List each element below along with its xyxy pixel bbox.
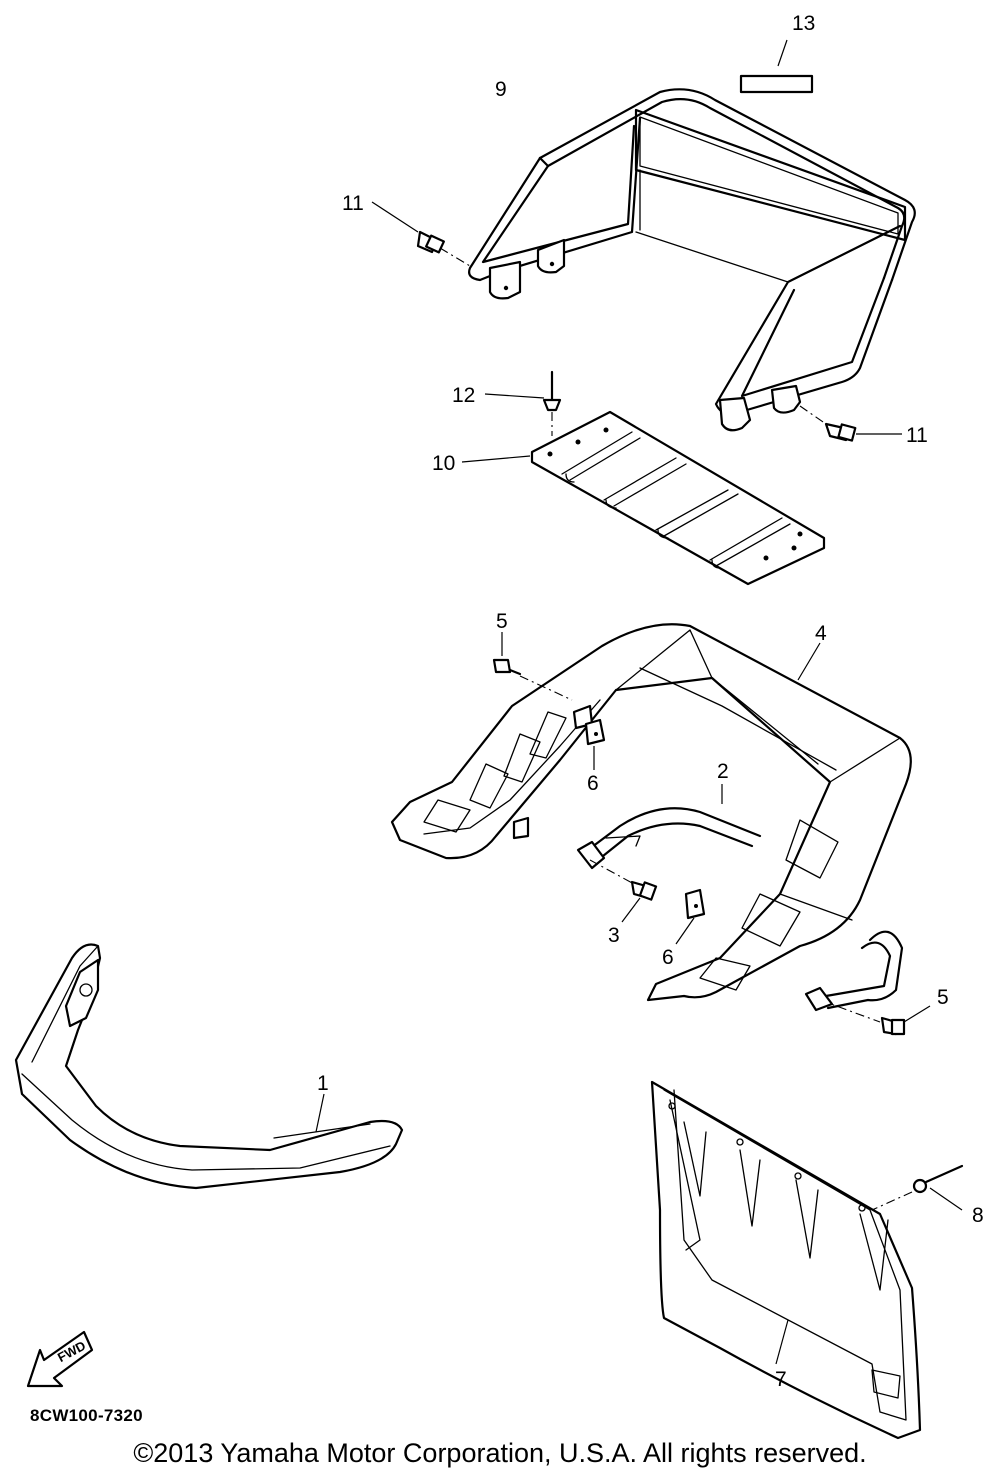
callout-10: 10 <box>432 452 455 475</box>
part-10-plate <box>461 410 826 586</box>
callout-5-top: 5 <box>496 610 508 633</box>
callout-7: 7 <box>775 1368 787 1391</box>
callout-1: 1 <box>317 1072 329 1095</box>
callout-3: 3 <box>608 924 620 947</box>
part-12-rivet <box>484 370 562 436</box>
part-3-bolt <box>589 859 658 923</box>
callout-8: 8 <box>972 1204 984 1227</box>
callout-6-bottom: 6 <box>662 946 674 969</box>
part-6-clip-top <box>584 718 606 770</box>
callout-4: 4 <box>815 622 827 645</box>
callout-11-left: 11 <box>342 192 364 215</box>
part-11-bolt-right <box>799 405 902 442</box>
part-9-rack <box>468 88 916 432</box>
part-11-bolt-left <box>371 201 471 267</box>
part-8-rivet <box>871 1164 964 1211</box>
part-5-bolt-top <box>492 632 573 701</box>
part-7-flap <box>650 1080 922 1440</box>
fwd-arrow-icon: FWD <box>26 1330 94 1388</box>
part-4-grab-frame <box>390 623 912 1002</box>
callout-13: 13 <box>792 12 815 35</box>
callout-9: 9 <box>495 78 507 101</box>
callout-12: 12 <box>452 384 475 407</box>
part-2-bracket <box>576 784 904 1012</box>
diagram-code: 8CW100-7320 <box>30 1406 143 1425</box>
part-5-bolt-bottom <box>819 999 931 1036</box>
copyright-notice: ©2013 Yamaha Motor Corporation, U.S.A. A… <box>133 1438 867 1468</box>
part-6-clip-bottom <box>675 888 706 945</box>
callout-11-right: 11 <box>906 424 928 447</box>
callout-6-top: 6 <box>587 772 599 795</box>
callout-2: 2 <box>717 760 729 783</box>
callout-5-bottom: 5 <box>937 986 949 1009</box>
part-1-front-bumper <box>14 943 404 1190</box>
part-13-decal <box>739 39 814 94</box>
